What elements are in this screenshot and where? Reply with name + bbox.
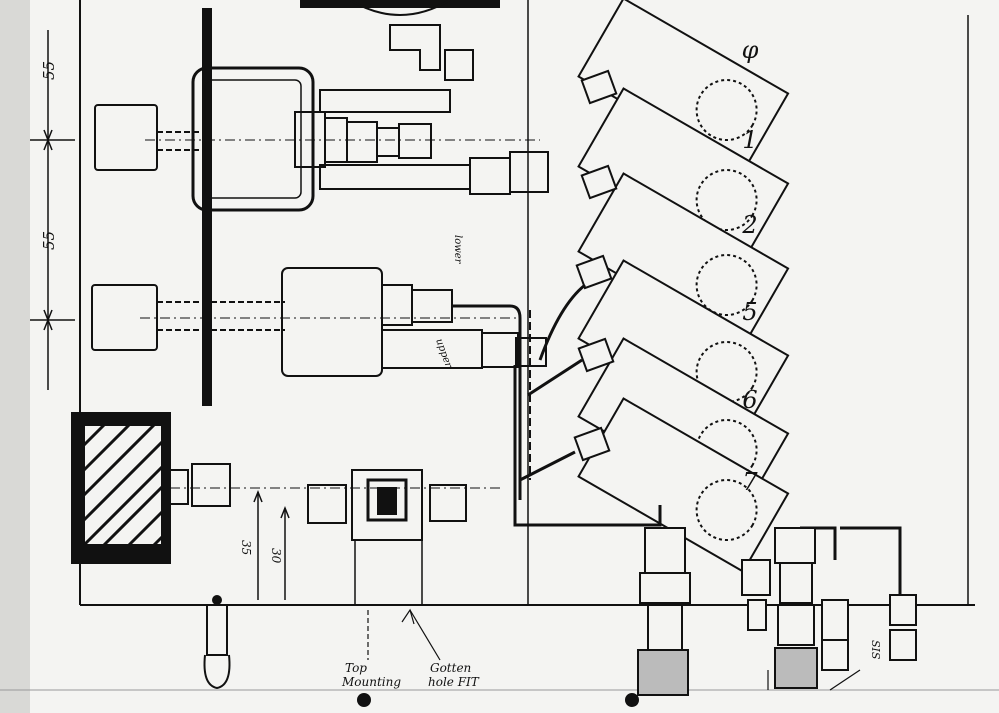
bottom-dimension-lines (253, 489, 290, 600)
panel-number-labels: φ 1 2 5 6 7 (741, 36, 758, 496)
dimension-lower-right: 30 (269, 548, 283, 564)
mounting-bar (202, 8, 212, 406)
left-dimension-lines (30, 30, 75, 390)
scan-shadow-top (300, 0, 500, 8)
regulator-panels (577, 0, 790, 573)
callout-leaders (367, 608, 861, 691)
panel-number-1: 1 (742, 126, 757, 154)
panel-number-5: 7 (742, 468, 758, 496)
scan-shadow-left (0, 0, 30, 713)
punch-hole-left (357, 693, 371, 707)
filter-housing (71, 412, 500, 605)
dimension-middle-spacing: 55 (40, 231, 58, 250)
top-mounting-line2: Mounting (341, 675, 401, 689)
drain-valve (203, 595, 231, 690)
dimension-lower-left: 35 (239, 540, 253, 555)
gotten-hole-line2: hole FIT (428, 675, 480, 689)
tubing (513, 283, 902, 600)
sis-label: SIS (869, 640, 882, 660)
panel-number-0: φ (742, 36, 759, 64)
top-gauge-assembly (94, 0, 549, 212)
panel-number-3: 5 (742, 298, 757, 326)
panel-number-4: 6 (742, 386, 757, 414)
punch-hole-right (625, 693, 639, 707)
lower-label: lower (452, 235, 463, 265)
panel-fittings (573, 69, 618, 462)
bottom-fittings (637, 527, 917, 696)
gotten-hole-line1: Gotten (430, 661, 471, 675)
panel-number-2: 2 (741, 211, 757, 239)
top-mounting-line1: Top (345, 661, 367, 675)
dimension-top-spacing: 55 (40, 61, 58, 80)
